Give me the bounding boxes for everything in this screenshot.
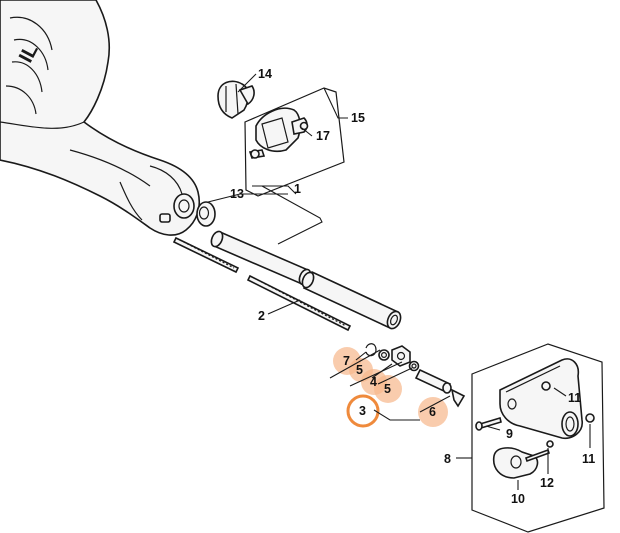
leader-lines [207, 73, 591, 490]
part-label-2: 2 [258, 309, 265, 323]
part-label-4: 4 [370, 375, 377, 389]
shaft-tube [210, 230, 402, 330]
part-label-5a: 5 [356, 363, 363, 377]
clip-part [217, 80, 255, 119]
small-parts [365, 343, 466, 408]
engine-housing: IL [0, 0, 201, 236]
part-label-7: 7 [343, 354, 350, 368]
part-label-5b: 5 [384, 382, 391, 396]
part-label-11b: 11 [582, 452, 595, 466]
part-label-12: 12 [540, 476, 554, 490]
part-label-15: 15 [351, 111, 365, 125]
part-label-11a: 11 [568, 391, 581, 405]
sleeve-part [196, 201, 216, 227]
highlight-part-6 [418, 397, 448, 427]
part-label-13: 13 [230, 187, 244, 201]
part-label-3: 3 [359, 404, 366, 418]
part-label-8: 8 [444, 452, 451, 466]
part-label-10: 10 [511, 492, 525, 506]
part-labels: 1 2 3 4 5 5 6 7 8 9 10 11 11 12 13 14 15… [230, 67, 595, 506]
selection-ring-part-3 [346, 394, 380, 428]
part-label-17: 17 [316, 129, 330, 143]
part-label-6: 6 [429, 405, 436, 419]
drive-shaft [172, 236, 352, 332]
part-label-1: 1 [294, 182, 301, 196]
part-label-9: 9 [506, 427, 513, 441]
part-label-14: 14 [258, 67, 272, 81]
handle-group-box [471, 343, 605, 533]
